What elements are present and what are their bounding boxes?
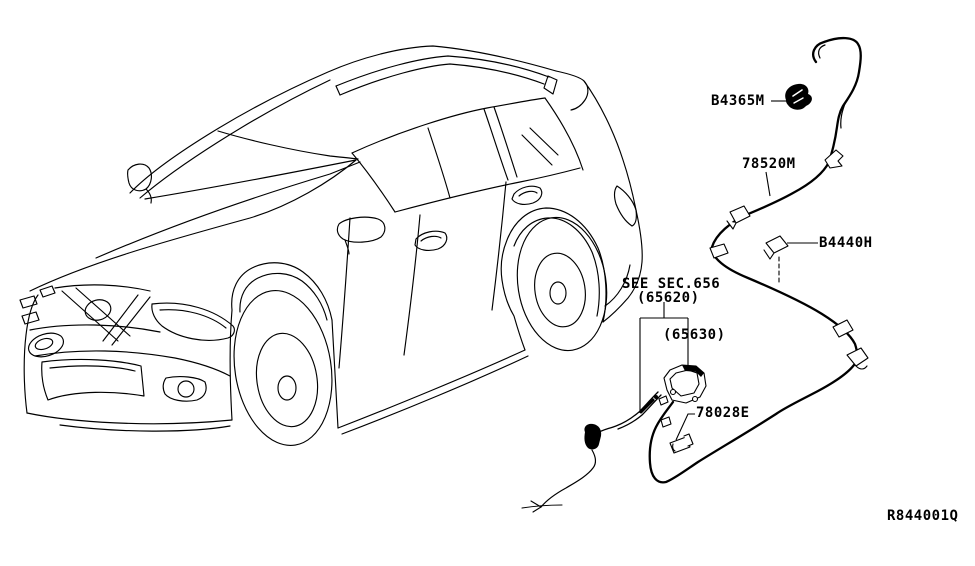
opener-cable-assembly: [522, 38, 868, 512]
callout-clip-upper[interactable]: B4440H: [819, 235, 873, 251]
callout-grommet[interactable]: B4365M: [711, 93, 765, 109]
callout-section-part-b[interactable]: (65630): [663, 327, 726, 343]
clip-78028e-part: [670, 434, 693, 453]
diagram-ref-code: R844001Q: [887, 508, 959, 524]
hood-lock-cable: [596, 392, 658, 434]
cable-clips: [659, 150, 868, 427]
hood-lock-actuator: [641, 365, 706, 412]
vehicle-illustration: [20, 46, 642, 453]
clip-b4440h-part: [764, 236, 788, 259]
callout-opener-cable[interactable]: 78520M: [742, 156, 796, 172]
grommet-part: [785, 83, 812, 110]
callout-clip-lower[interactable]: 78028E: [696, 405, 750, 421]
opener-cable-main: [650, 38, 861, 482]
callout-section-part-a[interactable]: (65620): [637, 290, 700, 306]
cable-end-fitting: [584, 423, 602, 450]
leader-lines: [640, 101, 818, 440]
callout-see-section: SEE SEC.656: [622, 276, 721, 292]
